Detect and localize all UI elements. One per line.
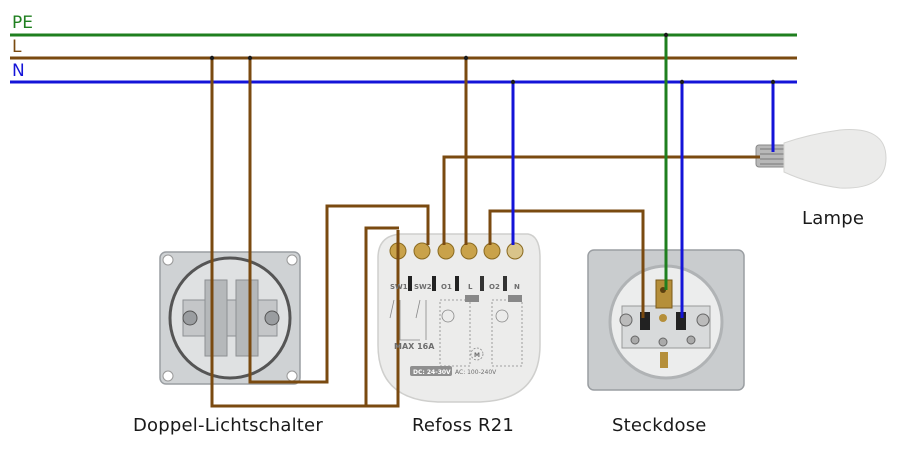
relay-terminal-label: O1: [441, 283, 452, 291]
relay-terminal-label: SW2: [414, 283, 432, 291]
caption-socket: Steckdose: [612, 415, 707, 436]
relay-dc-label: DC: 24-30V: [413, 369, 451, 376]
junction-dot: [463, 55, 469, 61]
wire-o1-lamp: [442, 155, 760, 245]
caption-lamp: Lampe: [802, 208, 865, 229]
bus-label-l: L: [12, 37, 22, 57]
junction-dot: [679, 79, 685, 85]
junction-dot: [247, 55, 253, 61]
junction-dot: [510, 79, 516, 85]
caption-switch: Doppel-Lichtschalter: [133, 415, 323, 436]
relay-terminal-label: L: [468, 283, 473, 291]
wire-o2-socket: [488, 209, 645, 318]
relay-terminal-label: SW1: [390, 283, 408, 291]
wire-l-switch-2: [248, 58, 430, 384]
relay-rating: MAX 16A: [394, 342, 435, 351]
double-light-switch: [159, 251, 301, 385]
relay-motor-label: M: [474, 352, 480, 359]
relay-terminal-label: N: [514, 283, 520, 291]
junction-dot: [209, 55, 215, 61]
refoss-relay: [377, 233, 541, 403]
bus-label-pe: PE: [12, 13, 33, 33]
lamp-bulb: [755, 129, 887, 189]
relay-terminal-screws: [389, 242, 524, 260]
wire-l-switch-1: [210, 58, 400, 408]
relay-terminal-label: O2: [489, 283, 500, 291]
relay-ac-label: AC: 100-240V: [455, 369, 497, 376]
wire-sw2: [364, 226, 399, 406]
junction-dot: [663, 32, 669, 38]
bus-label-n: N: [12, 61, 25, 81]
junction-dot: [770, 79, 776, 85]
caption-relay: Refoss R21: [412, 415, 515, 436]
